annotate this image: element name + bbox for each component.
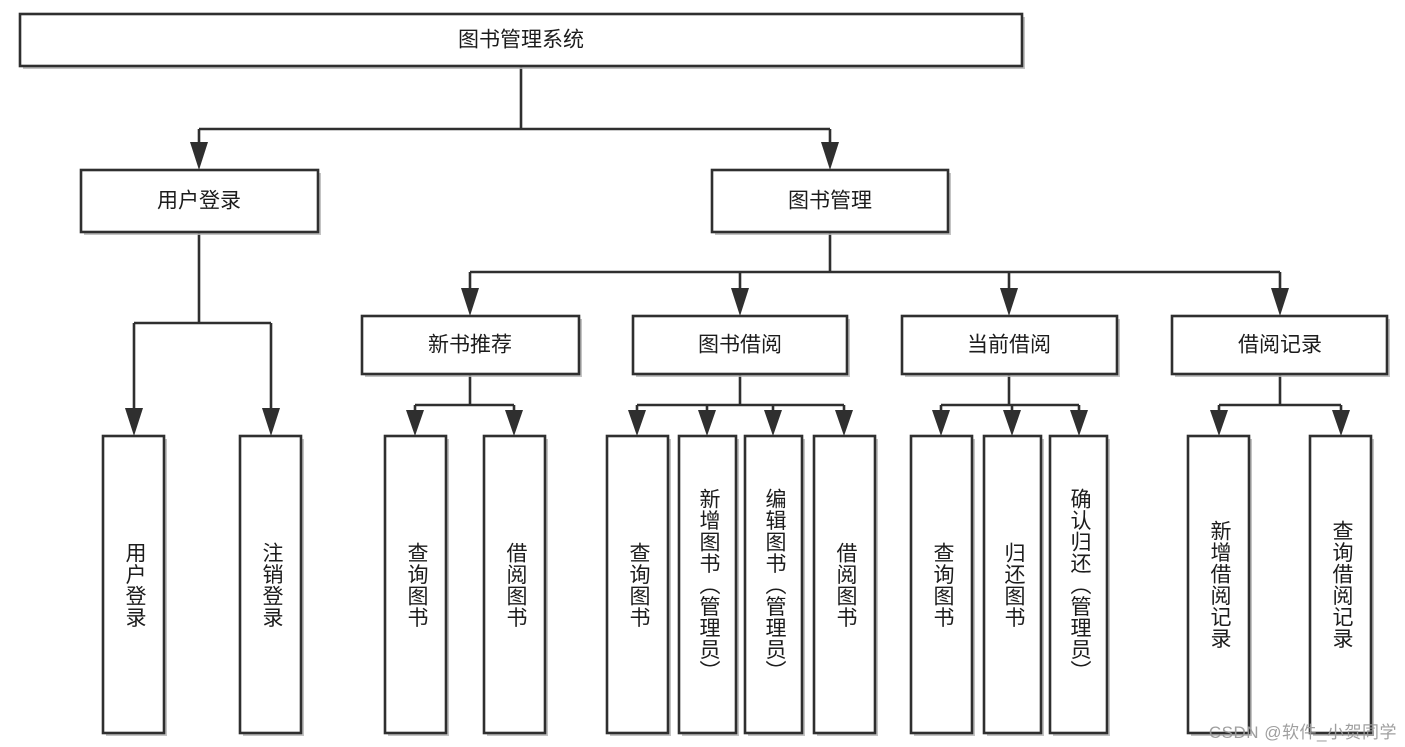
node-leaf-add-book-admin[interactable]: [677, 434, 738, 735]
node-current-borrowing[interactable]: [900, 314, 1119, 376]
node-leaf-query-book-current[interactable]: [909, 434, 974, 735]
node-borrowing-record[interactable]: [1170, 314, 1389, 376]
arrow-head-book-borrow-leaf-4: [835, 410, 853, 436]
node-label-book-management: 图书管理: [788, 190, 872, 213]
node-user-login[interactable]: [79, 168, 320, 234]
arrow-head-book-borrow-leaf-1: [628, 410, 646, 436]
arrow-head-book-borrow-leaf-3: [764, 410, 782, 436]
node-book-borrowing[interactable]: [631, 314, 849, 376]
arrow-head-borrow-record-leaf-2: [1332, 410, 1350, 436]
node-leaf-query-book-borrow[interactable]: [605, 434, 670, 735]
arrow-head-to-book-mgmt: [821, 142, 839, 170]
arrow-head-to-current-borrow: [1000, 288, 1018, 316]
csdn-watermark: CSDN @软件_小贺同学: [1208, 723, 1397, 742]
arrow-head-borrow-record-leaf-1: [1210, 410, 1228, 436]
node-label-book-borrowing: 图书借阅: [698, 334, 782, 357]
arrow-head-user-login-leaf-2: [262, 408, 280, 436]
arrow-head-new-book-rec-leaf-1: [406, 410, 424, 436]
arrow-head-book-borrow-leaf-2: [698, 410, 716, 436]
arrow-head-to-book-borrow: [731, 288, 749, 316]
node-leaf-edit-book-admin[interactable]: [743, 434, 804, 735]
node-label-borrowing-record: 借阅记录: [1238, 334, 1322, 357]
node-leaf-add-borrow-record[interactable]: [1186, 434, 1251, 735]
node-new-book-recommendation[interactable]: [360, 314, 581, 376]
node-root-book-management-system[interactable]: [18, 12, 1024, 68]
arrow-head-to-borrow-record: [1271, 288, 1289, 316]
node-label-new-book-recommendation: 新书推荐: [428, 334, 512, 357]
arrow-head-user-login-leaf-1: [125, 408, 143, 436]
node-leaf-query-borrow-record[interactable]: [1308, 434, 1373, 735]
node-leaf-borrow-book-rec[interactable]: [482, 434, 547, 735]
node-label-root: 图书管理系统: [458, 29, 584, 52]
node-label-user-login: 用户登录: [157, 190, 241, 213]
node-label-current-borrowing: 当前借阅: [967, 334, 1051, 357]
node-leaf-logout[interactable]: [238, 434, 303, 735]
node-book-management[interactable]: [710, 168, 950, 234]
node-layer: 图书管理系统 用户登录 图书管理 新书推荐 图书借阅 当前借阅 借阅记录: [18, 12, 1390, 736]
arrow-head-current-borrow-leaf-3: [1070, 410, 1088, 436]
connector-layer: [125, 66, 1350, 436]
arrow-head-current-borrow-leaf-2: [1003, 410, 1021, 436]
node-leaf-confirm-return-admin[interactable]: [1048, 434, 1109, 735]
arrow-head-to-user-login: [190, 142, 208, 170]
arrow-head-to-new-book-rec: [461, 288, 479, 316]
arrow-head-current-borrow-leaf-1: [932, 410, 950, 436]
node-leaf-return-book[interactable]: [982, 434, 1043, 735]
node-leaf-query-book-rec[interactable]: [383, 434, 448, 735]
node-leaf-user-login[interactable]: [101, 434, 166, 735]
node-leaf-borrow-book[interactable]: [812, 434, 877, 735]
arrow-head-new-book-rec-leaf-2: [505, 410, 523, 436]
